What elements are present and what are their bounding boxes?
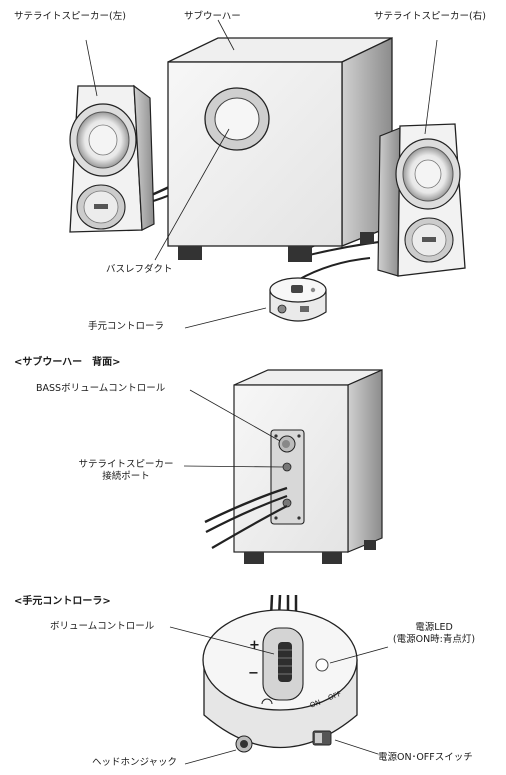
label-volume-control: ボリュームコントロール (50, 621, 155, 632)
label-power-led-line2: (電源ON時:青点灯) (392, 634, 476, 645)
speaker-system-drawing (69, 19, 466, 329)
label-satellite-right: サテライトスピーカー(右) (374, 11, 486, 22)
label-headphone-jack: ヘッドホンジャック (92, 757, 178, 768)
label-subwoofer: サブウーハー (184, 11, 241, 22)
hand-controller-small (269, 277, 327, 322)
label-hand-controller: 手元コントローラ (88, 321, 165, 332)
section-title-controller: <手元コントローラ> (14, 596, 111, 607)
label-bass-volume-control: BASSボリュームコントロール (36, 383, 166, 394)
label-satellite-port: サテライトスピーカー 接続ポート (70, 459, 182, 483)
section-title-subwoofer-back: <サブウーハー 背面> (14, 357, 121, 368)
controller-closeup-drawing (169, 594, 389, 765)
satellite-speaker-right (377, 123, 466, 277)
marking-minus: − (248, 666, 259, 681)
label-satellite-left: サテライトスピーカー(左) (14, 11, 126, 22)
label-satellite-port-line1: サテライトスピーカー (78, 459, 174, 470)
label-power-led: 電源LED (電源ON時:青点灯) (376, 622, 492, 646)
subwoofer-back-drawing (183, 369, 383, 564)
label-power-led-line1: 電源LED (415, 622, 453, 633)
label-satellite-port-line2: 接続ポート (102, 471, 150, 482)
label-bass-reflex-duct: バスレフダクト (106, 264, 173, 275)
satellite-speaker-left (69, 84, 155, 233)
subwoofer (167, 36, 393, 262)
marking-plus: + (249, 638, 260, 653)
label-power-switch: 電源ON･OFFスイッチ (378, 752, 473, 763)
